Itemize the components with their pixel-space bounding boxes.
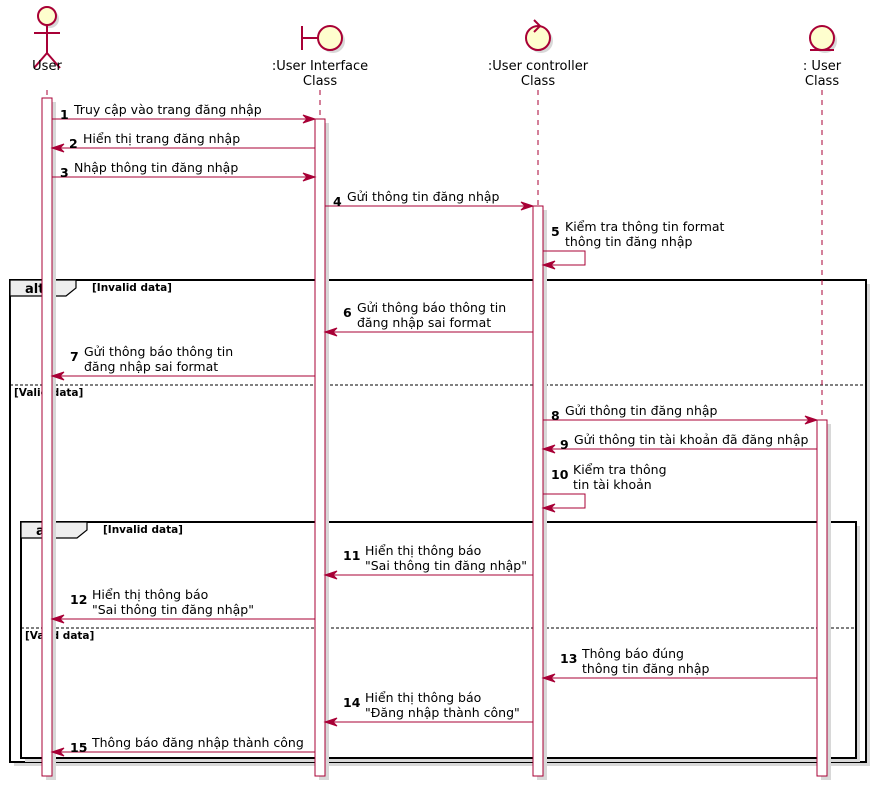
message-label: "Sai thông tin đăng nhập" — [92, 602, 254, 617]
message-label: Hiển thị thông báo — [92, 587, 208, 602]
activation-bar-ctrl — [532, 205, 544, 777]
fragment-frame — [20, 521, 857, 759]
message-label: Gửi thông báo thông tin — [84, 344, 233, 359]
activation-bar-ui — [314, 118, 326, 777]
message-number: 1 — [60, 107, 69, 122]
message-number: 11 — [343, 548, 360, 563]
participant-label-ui: :User Interface — [272, 59, 368, 74]
message-arrowhead-7 — [50, 371, 65, 381]
message-label: Gửi thông tin đăng nhập — [565, 403, 718, 418]
message-arrowhead-5 — [541, 260, 556, 270]
message-arrow-10 — [543, 493, 586, 509]
message-arrowhead-13 — [541, 673, 556, 683]
message-arrowhead-1 — [302, 114, 317, 124]
message-number: 15 — [70, 740, 87, 755]
entity-icon — [809, 25, 837, 53]
message-arrowhead-4 — [520, 201, 535, 211]
message-number: 6 — [343, 305, 352, 320]
message-label: Thông báo đăng nhập thành công — [91, 735, 304, 750]
message-label: Hiển thị trang đăng nhập — [83, 131, 240, 146]
fragment-guard: [Invalid data] — [92, 282, 172, 294]
message-label: Gửi thông báo thông tin — [357, 300, 506, 315]
fragment-keyword: alt — [25, 282, 44, 297]
message-label: đăng nhập sai format — [84, 359, 218, 374]
message-label: thông tin đăng nhập — [582, 661, 710, 676]
message-number: 4 — [333, 194, 342, 209]
activation-bar-user — [41, 97, 53, 777]
fragment-else-guard: [Valid data] — [25, 630, 94, 642]
message-arrowhead-14 — [323, 717, 338, 727]
message-label: thông tin đăng nhập — [565, 234, 693, 249]
message-arrowhead-8 — [804, 415, 819, 425]
message-number: 14 — [343, 695, 361, 710]
message-number: 2 — [69, 136, 78, 151]
participant-label-ent: : User — [803, 59, 842, 74]
participant-label-user: User — [32, 59, 62, 74]
message-number: 9 — [560, 437, 569, 452]
message-label: Hiển thị thông báo — [365, 543, 481, 558]
message-arrow-5 — [543, 250, 586, 266]
message-arrowhead-11 — [323, 570, 338, 580]
actor-icon — [33, 6, 61, 69]
participant-label-ctrl: Class — [521, 74, 555, 89]
message-arrowhead-3 — [302, 172, 317, 182]
message-label: Kiểm tra thông — [573, 462, 667, 477]
participant-label-ctrl: :User controller — [488, 59, 589, 74]
participant-label-ui: Class — [303, 74, 337, 89]
activation-bar-ent — [816, 419, 828, 777]
message-number: 10 — [551, 467, 569, 482]
message-arrowhead-9 — [541, 444, 556, 454]
message-arrowhead-2 — [50, 143, 65, 153]
participant-label-ent: Class — [805, 74, 839, 89]
message-number: 5 — [551, 224, 560, 239]
message-number: 7 — [70, 349, 79, 364]
message-label: Kiểm tra thông tin format — [565, 219, 725, 234]
message-label: Gửi thông tin tài khoản đã đăng nhập — [574, 432, 808, 447]
boundary-icon — [301, 25, 345, 53]
message-number: 12 — [70, 592, 87, 607]
message-label: Nhập thông tin đăng nhập — [74, 160, 238, 175]
control-icon — [525, 19, 553, 53]
message-number: 8 — [551, 408, 560, 423]
message-arrowhead-6 — [323, 327, 338, 337]
message-number: 13 — [560, 651, 577, 666]
message-label: Hiển thị thông báo — [365, 690, 481, 705]
message-number: 3 — [60, 165, 69, 180]
message-label: Truy cập vào trang đăng nhập — [73, 102, 262, 117]
message-arrowhead-10 — [541, 503, 556, 513]
message-arrowhead-12 — [50, 614, 65, 624]
message-label: "Đăng nhập thành công" — [365, 705, 520, 720]
message-label: tin tài khoản — [573, 477, 652, 492]
message-arrowhead-15 — [50, 747, 65, 757]
fragment-guard: [Invalid data] — [103, 524, 183, 536]
message-label: "Sai thông tin đăng nhập" — [365, 558, 527, 573]
message-label: Thông báo đúng — [581, 646, 684, 661]
message-label: Gửi thông tin đăng nhập — [347, 189, 500, 204]
message-label: đăng nhập sai format — [357, 315, 491, 330]
